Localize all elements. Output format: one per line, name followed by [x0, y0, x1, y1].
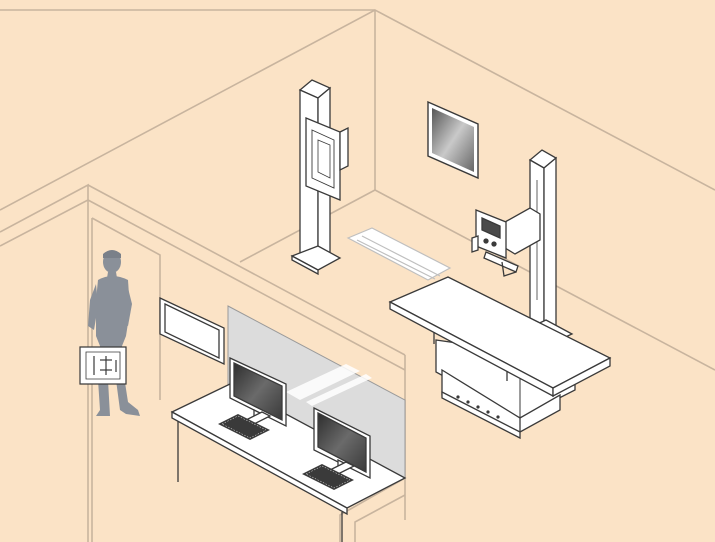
workstation-monitor-right [313, 406, 371, 480]
xray-patient-table [388, 276, 612, 440]
wall-lightbox-panel [159, 296, 225, 366]
workstation-keyboard-right [302, 464, 354, 490]
workstation-keyboard-left [218, 414, 270, 440]
xray-tube-head [471, 207, 541, 277]
room-walls [0, 9, 715, 542]
detector-panel-carried [79, 346, 127, 385]
operator-technician [88, 250, 140, 416]
floor-rail-track [346, 227, 452, 281]
wall-display-monitor [427, 100, 479, 180]
table-control-buttons [456, 395, 500, 419]
wall-stand-bucky [290, 79, 349, 276]
